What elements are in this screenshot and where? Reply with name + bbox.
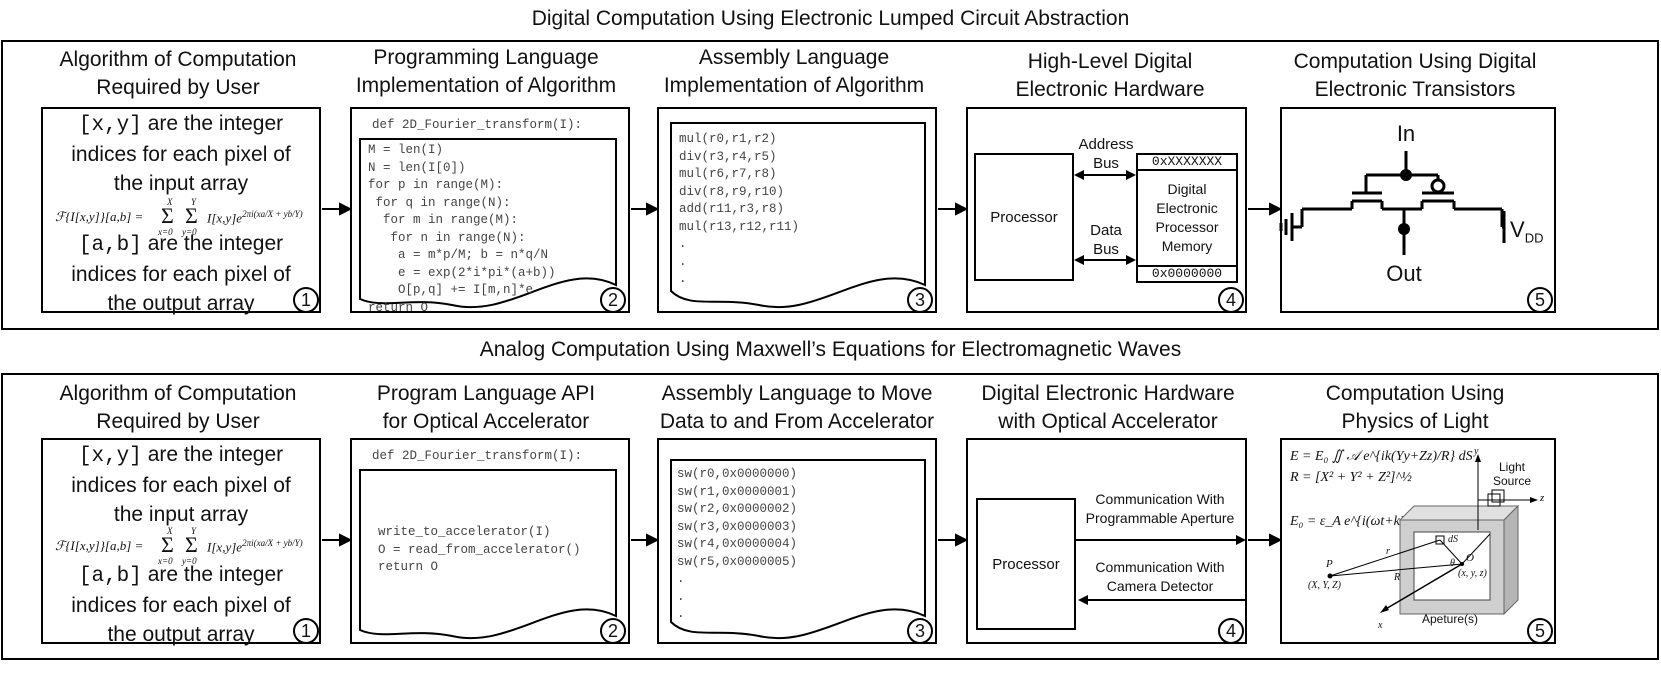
function-definition: def 2D_Fourier_transform(I): [372, 449, 583, 463]
document-shape [670, 122, 926, 309]
program-box-bottom: def 2D_Fourier_transform(I): write_to_ac… [350, 438, 630, 644]
fourier-formula: ℱ{I[x,y]}[a,b] = X Σ x=0 Y Σ y=0 I[x,y]e… [55, 197, 303, 237]
input-indices-text: [x,y] are the integer indices for each p… [71, 112, 291, 195]
step-number-4: 4 [1218, 287, 1244, 313]
step-number-5: 5 [1527, 618, 1553, 644]
y-axis-label: y [1474, 446, 1479, 457]
bus-arrows [1074, 170, 1136, 265]
step-number-2: 2 [600, 618, 626, 644]
input-indices-text: [x,y] are the integer indices for each p… [71, 443, 291, 526]
assembly-code: mul(r0,r1,r2) div(r3,r4,r5) mul(r6,r7,r8… [679, 132, 800, 286]
theta-label: θ [1450, 558, 1455, 569]
analog-computation-panel [1, 373, 1659, 660]
step-number-3: 3 [907, 618, 933, 644]
processor-block: Processor [974, 153, 1074, 281]
point-o-coords: (x, y, z) [1458, 568, 1487, 579]
output-indices-text: [a,b] are the integer indices for each p… [71, 232, 291, 315]
bottom-section-title: Analog Computation Using Maxwell’s Equat… [479, 338, 1182, 361]
program-box-top: def 2D_Fourier_transform(I): M = len(I) … [350, 107, 630, 315]
memory-bottom-address: 0x0000000 [1138, 265, 1236, 281]
step-number-1: 1 [293, 287, 319, 313]
distance-equation: R = [X² + Y² + Z²]^½ [1290, 470, 1412, 485]
api-code: write_to_accelerator(I) O = read_from_ac… [378, 525, 581, 574]
function-definition: def 2D_Fourier_transform(I): [372, 118, 583, 132]
assembly-code: sw(r0,0x0000000) sw(r1,0x0000001) sw(r2,… [677, 467, 798, 621]
memory-top-address: 0xXXXXXXX [1138, 155, 1236, 171]
step-number-5: 5 [1527, 287, 1553, 313]
field-equation: E = E₀ ∬ 𝒜 e^{ik(Yy+Zz)/R} dS [1290, 449, 1473, 464]
point-o-label: O [1466, 552, 1474, 564]
x-axis-label: x [1378, 620, 1383, 631]
processor-block: Processor [976, 498, 1076, 630]
top-section-title: Digital Computation Using Electronic Lum… [531, 7, 1130, 30]
step-number-1: 1 [293, 618, 319, 644]
point-p-label: P [1326, 558, 1333, 570]
fourier-formula: ℱ{I[x,y]}[a,b] = X Σ x=0 Y Σ y=0 I[x,y]e… [55, 526, 303, 566]
comm-arrows [1076, 535, 1246, 605]
small-r-label: r [1386, 546, 1390, 557]
physics-box: E = E₀ ∬ 𝒜 e^{ik(Yy+Zz)/R} dS R = [X² + … [1280, 438, 1556, 644]
aperture-geometry-diagram [1327, 454, 1538, 616]
vdd-label: VDD [1510, 217, 1544, 246]
step-number-3: 3 [907, 287, 933, 313]
assembly-box-bottom: sw(r0,0x0000000) sw(r1,0x0000001) sw(r2,… [657, 438, 937, 644]
step-number-4: 4 [1218, 618, 1244, 644]
input-label: In [1396, 121, 1416, 146]
cmos-inverter-diagram [1279, 151, 1506, 255]
document-shape [670, 459, 926, 640]
transistor-box: In Out VDD 5 [1279, 107, 1556, 313]
document-shape [359, 469, 617, 640]
program-code: M = len(I) N = len(I[0]) for p in range(… [368, 143, 556, 315]
output-indices-text: [a,b] are the integer indices for each p… [71, 563, 291, 646]
algorithm-box-top: [x,y] are the integer indices for each p… [41, 107, 321, 315]
z-axis-label: z [1540, 492, 1545, 504]
output-label: Out [1386, 261, 1422, 286]
ds-label: dS [1448, 534, 1458, 545]
big-r-label: R [1394, 572, 1401, 583]
digital-computation-panel [1, 40, 1659, 330]
step-number-2: 2 [600, 287, 626, 313]
document-shape [359, 138, 617, 309]
assembly-box-top: mul(r0,r1,r2) div(r3,r4,r5) mul(r6,r7,r8… [657, 107, 937, 313]
apertures-label: Apeture(s) [1421, 612, 1479, 626]
algorithm-box-bottom: [x,y] are the integer indices for each p… [41, 438, 321, 646]
point-p-coords: (X, Y, Z) [1308, 580, 1341, 591]
